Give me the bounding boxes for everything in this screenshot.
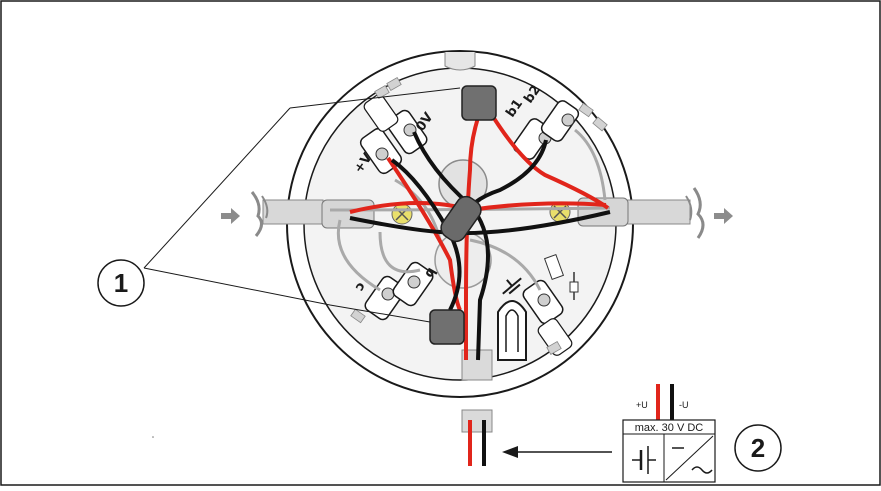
stray-dot: [152, 436, 154, 438]
terminal-lower-right-small: [537, 318, 573, 356]
ground-symbol-icon: [502, 277, 522, 295]
callout-2: 2: [734, 424, 782, 472]
callout-1: 1: [97, 87, 461, 323]
arrow-right-icon: [714, 208, 733, 224]
connector-bottom: [429, 309, 465, 345]
connector-top: [461, 85, 497, 121]
psu-minus-u: -U: [679, 400, 689, 410]
psu-plus-u: +U: [636, 400, 648, 410]
resistor-component: [543, 253, 579, 300]
dc-ac-converter-icon: [665, 435, 714, 481]
ferrite-filter: [440, 195, 482, 243]
arrow-left-icon: [502, 446, 612, 458]
power-supply: +U -U max. 30 V DC: [622, 384, 716, 483]
arrow-right-icon: [221, 208, 240, 224]
exit-wires: [468, 420, 486, 466]
center-ring: [434, 231, 492, 289]
terminal-top-left-small: [363, 94, 399, 132]
battery-symbol-icon: [632, 446, 656, 474]
base-top-notch: [444, 52, 476, 71]
terminal-ground: [522, 279, 564, 325]
callout-1-number: 1: [114, 268, 128, 298]
terminal-b2: [540, 100, 580, 142]
cable-clip-inner: [505, 309, 519, 352]
psu-rating: max. 30 V DC: [635, 422, 704, 434]
ring-marks: [350, 76, 608, 356]
terminal-b: [392, 261, 434, 307]
cable-clip: [497, 300, 527, 361]
cable-entry-left: [250, 191, 324, 237]
callout-2-number: 2: [751, 433, 765, 463]
